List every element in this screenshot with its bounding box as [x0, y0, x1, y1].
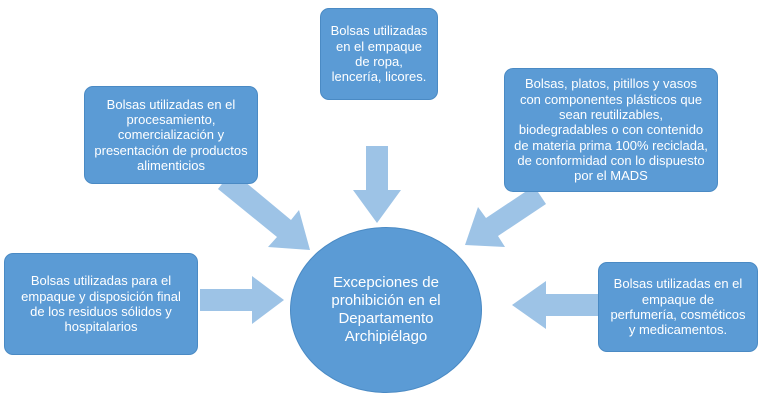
exception-box-right: Bolsas utilizadas en el empaque de perfu… [598, 262, 758, 352]
exception-box-upper-left: Bolsas utilizadas en el procesamiento, c… [84, 86, 258, 184]
arrow-down-icon [353, 146, 401, 223]
exception-box-upper-right-label: Bolsas, platos, pitillos y vasos con com… [514, 76, 708, 184]
arrow-left-icon [512, 281, 598, 329]
exception-box-right-label: Bolsas utilizadas en el empaque de perfu… [610, 276, 746, 338]
exception-box-top: Bolsas utilizadas en el empaque de ropa,… [320, 8, 438, 100]
exception-box-upper-left-label: Bolsas utilizadas en el procesamiento, c… [94, 96, 248, 173]
exception-box-upper-right: Bolsas, platos, pitillos y vasos con com… [504, 68, 718, 192]
center-ellipse-label: Excepciones de prohibición en el Departa… [331, 274, 441, 345]
exception-box-top-label: Bolsas utilizadas en el empaque de ropa,… [330, 23, 428, 85]
arrow-diagonal-left-icon [465, 186, 546, 247]
exception-box-left-label: Bolsas utilizadas para el empaque y disp… [21, 273, 181, 335]
arrow-right-icon [200, 276, 284, 324]
exception-box-left: Bolsas utilizadas para el empaque y disp… [4, 253, 198, 355]
center-ellipse: Excepciones de prohibición en el Departa… [290, 227, 482, 393]
